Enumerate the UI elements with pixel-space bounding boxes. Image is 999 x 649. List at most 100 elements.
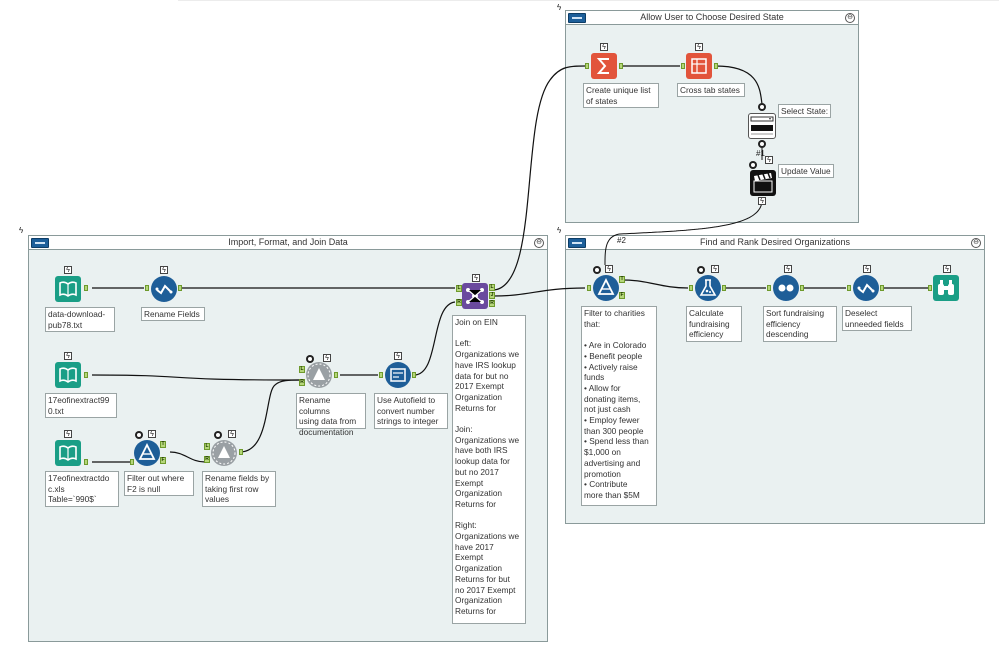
annotation-calc-eff: Calculate fundraising efficiency (686, 306, 742, 342)
bolt-icon: ϟ (228, 430, 236, 438)
input-anchor[interactable] (767, 285, 771, 291)
output-anchor[interactable] (714, 63, 718, 69)
container-toggle-icon[interactable] (31, 238, 49, 248)
left-anchor[interactable]: L (204, 443, 210, 450)
input-anchor[interactable] (130, 459, 134, 465)
annotation-input3: 17eofinextractdo c.xls Table=`990$` (45, 471, 119, 507)
container-header: Import, Format, and Join Data ⊖ (29, 236, 547, 250)
annotation-input2: 17eofinextract99 0.txt (45, 393, 117, 418)
binoculars-icon (938, 280, 954, 295)
bolt-icon: ϟ (605, 265, 613, 273)
book-icon (59, 367, 77, 383)
output-anchor[interactable] (84, 459, 88, 465)
select-tool[interactable] (853, 275, 879, 301)
container-toggle-icon[interactable] (568, 13, 586, 23)
input-anchor[interactable] (145, 285, 149, 291)
crosstab-tool[interactable] (686, 53, 712, 79)
right-anchor[interactable]: R (456, 299, 462, 306)
left-anchor[interactable]: L (299, 366, 305, 373)
bolt-icon: ϟ (64, 430, 72, 438)
annotation-autofield: Use Autofield to convert number strings … (374, 393, 448, 429)
input-anchor[interactable] (928, 285, 932, 291)
left-output-anchor[interactable]: L (489, 284, 495, 291)
join-output-anchor[interactable]: J (489, 292, 495, 299)
input-anchor[interactable] (847, 285, 851, 291)
bolt-icon: ϟ (64, 352, 72, 360)
dynamic-rename-tool[interactable] (211, 440, 237, 466)
wire (493, 287, 586, 297)
collapse-icon[interactable]: ⊖ (845, 13, 855, 23)
select-tool[interactable] (151, 276, 177, 302)
dropdown-icon (750, 116, 774, 135)
action-wire (604, 199, 763, 266)
output-anchor[interactable] (722, 285, 726, 291)
container-choose-state[interactable]: Allow User to Choose Desired State ⊖ (565, 10, 859, 223)
output-anchor[interactable] (412, 372, 416, 378)
false-anchor[interactable]: F (160, 457, 166, 464)
true-anchor[interactable]: T (160, 441, 166, 448)
container-toggle-icon[interactable] (568, 238, 586, 248)
wire (239, 379, 301, 453)
sort-tool[interactable] (773, 275, 799, 301)
input-anchor[interactable] (681, 63, 685, 69)
true-anchor[interactable]: T (619, 276, 625, 283)
filter-tool[interactable] (593, 275, 619, 301)
dropdown-tool[interactable] (748, 113, 776, 139)
config-gear-icon (593, 266, 601, 274)
input-anchor[interactable] (587, 285, 591, 291)
bolt-icon: ϟ (784, 265, 792, 273)
annotation-crosstab: Cross tab states (677, 83, 745, 97)
input-data-tool[interactable] (55, 362, 81, 388)
output-anchor[interactable] (84, 285, 88, 291)
output-anchor[interactable] (84, 372, 88, 378)
action-tool[interactable] (750, 170, 776, 196)
left-anchor[interactable]: L (456, 285, 462, 292)
annotation-join: Join on EIN Left: Organizations we have … (452, 315, 526, 624)
right-anchor[interactable]: R (299, 379, 305, 386)
bolt-icon: ϟ (64, 266, 72, 274)
browse-tool[interactable] (933, 275, 959, 301)
input-data-tool[interactable] (55, 276, 81, 302)
config-gear-icon (306, 355, 314, 363)
wire (169, 451, 206, 463)
bolt-icon: ϟ (472, 274, 480, 282)
right-anchor[interactable]: R (204, 456, 210, 463)
right-output-anchor[interactable]: R (489, 300, 495, 307)
autofield-icon (390, 368, 406, 382)
bolt-icon: ϟ (323, 354, 331, 362)
bolt-icon: ϟ (711, 265, 719, 273)
config-gear-icon (135, 431, 143, 439)
book-icon (59, 281, 77, 297)
bolt-icon: ϟ (148, 430, 156, 438)
collapse-icon[interactable]: ⊖ (971, 238, 981, 248)
filter-tool[interactable] (134, 440, 160, 466)
output-anchor[interactable] (334, 372, 338, 378)
question-anchor-icon (758, 140, 766, 148)
false-anchor[interactable]: F (619, 292, 625, 299)
filter-triangle-icon (597, 277, 615, 295)
annotation-update-value: Update Value (778, 164, 834, 178)
input-data-tool[interactable] (55, 440, 81, 466)
join-tool[interactable] (462, 283, 488, 309)
input-anchor[interactable] (379, 372, 383, 378)
filter-triangle-icon (138, 442, 156, 460)
dynamic-rename-tool[interactable] (306, 362, 332, 388)
autofield-tool[interactable] (385, 362, 411, 388)
input-anchor[interactable] (585, 63, 589, 69)
formula-tool[interactable] (695, 275, 721, 301)
check-swoosh-icon (857, 283, 875, 294)
annotation-rename-first-row: Rename fields by taking first row values (202, 471, 276, 507)
output-anchor[interactable] (178, 285, 182, 291)
output-anchor[interactable] (239, 449, 243, 455)
collapse-icon[interactable]: ⊖ (534, 238, 544, 248)
output-anchor[interactable] (619, 63, 623, 69)
annotation-rename-columns: Rename columns using data from documenta… (296, 393, 366, 437)
input-anchor[interactable] (689, 285, 693, 291)
annotation-rename-fields: Rename Fields (141, 307, 205, 321)
annotation-unique-states: Create unique list of states (583, 83, 659, 108)
output-anchor[interactable] (880, 285, 884, 291)
summarize-tool[interactable] (591, 53, 617, 79)
output-anchor[interactable] (800, 285, 804, 291)
check-swoosh-icon (155, 284, 173, 295)
question-anchor-icon (758, 103, 766, 111)
